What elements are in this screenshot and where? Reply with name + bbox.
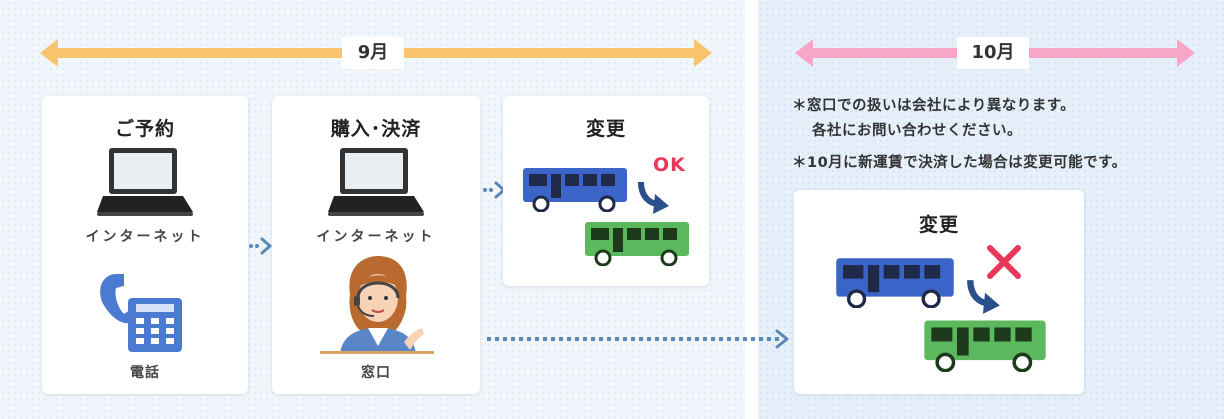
laptop-icon [97, 148, 193, 216]
note-line-2: 各社にお問い合わせください。 [812, 123, 1022, 139]
purchase-title: 購入･決済 [330, 118, 422, 140]
reserve-internet-caption: インターネット [85, 229, 205, 245]
change-title-october: 変更 [918, 214, 959, 236]
curved-arrow-icon [638, 181, 669, 214]
curved-arrow-icon [967, 279, 1000, 314]
purchase-internet-caption: インターネット [316, 229, 436, 245]
reserve-title: ご予約 [114, 118, 175, 140]
long-flow-arrow [487, 329, 789, 349]
purchase-counter-caption: 窓口 [361, 365, 391, 381]
change-card-september: 変更 OK [503, 96, 709, 286]
bus-icon [924, 320, 1046, 372]
counter-desk [320, 351, 434, 354]
september-label: 9月 [342, 37, 404, 69]
chevron-right-icon [249, 237, 272, 255]
bus-icon [523, 168, 627, 212]
ok-label: OK [653, 154, 686, 176]
laptop-icon [328, 148, 424, 216]
note-line-3: ＊10月に新運賃で決済した場合は変更可能です。 [792, 155, 1127, 171]
change-title-september: 変更 [585, 118, 626, 140]
phone-icon [100, 274, 182, 352]
october-label: 10月 [957, 37, 1029, 69]
bus-icon [585, 222, 689, 266]
panel-divider [745, 0, 758, 419]
purchase-card: 購入･決済 インターネット 窓口 [272, 96, 480, 394]
change-card-october: 変更 [794, 190, 1084, 394]
operator-icon [340, 256, 424, 354]
cross-icon [987, 245, 1021, 279]
reserve-card: ご予約 インターネット 電話 [42, 96, 248, 394]
note-line-1: ＊窓口での扱いは会社により異なります。 [792, 98, 1076, 114]
reserve-phone-caption: 電話 [130, 365, 160, 381]
bus-icon [836, 258, 954, 308]
